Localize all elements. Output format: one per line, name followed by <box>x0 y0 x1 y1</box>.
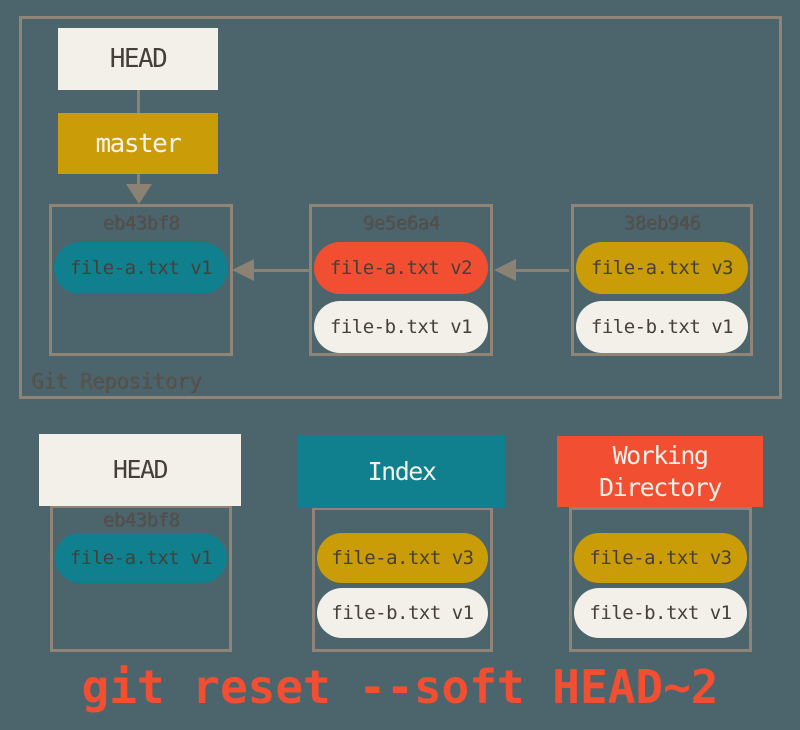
head-ref-box: HEAD <box>58 28 218 90</box>
commit-box-38eb946: 38eb946 file-a.txt v3 file-b.txt v1 <box>571 204 753 356</box>
commit-hash: eb43bf8 <box>102 212 180 234</box>
file-pill: file-a.txt v1 <box>54 242 228 294</box>
file-pill: file-b.txt v1 <box>317 588 488 638</box>
working-directory-tree-header: Working Directory <box>557 436 763 507</box>
command-caption: git reset --soft HEAD~2 <box>81 660 719 714</box>
file-pill: file-b.txt v1 <box>576 301 748 353</box>
commit-hash: 38eb946 <box>623 212 701 234</box>
head-to-master-line <box>137 90 140 113</box>
master-branch-box: master <box>58 113 218 174</box>
file-pill: file-a.txt v2 <box>314 242 488 294</box>
commit-hash: eb43bf8 <box>102 509 180 531</box>
file-pill: file-a.txt v1 <box>55 533 227 583</box>
commit-parent-line <box>516 269 569 272</box>
git-repository-label: Git Repository <box>31 369 202 393</box>
index-tree-box: file-a.txt v3 file-b.txt v1 <box>312 507 493 652</box>
commit-box-9e5e6a4: 9e5e6a4 file-a.txt v2 file-b.txt v1 <box>309 204 493 356</box>
file-pill: file-a.txt v3 <box>317 533 488 583</box>
index-tree-header: Index <box>298 435 505 508</box>
commit-box-eb43bf8: eb43bf8 file-a.txt v1 <box>49 204 233 356</box>
git-repository-outline <box>19 16 782 399</box>
commit-parent-line <box>254 269 310 272</box>
arrow-down-icon <box>126 184 152 204</box>
file-pill: file-a.txt v3 <box>574 533 747 583</box>
working-directory-tree-box: file-a.txt v3 file-b.txt v1 <box>569 507 752 652</box>
master-to-commit-line <box>137 174 140 185</box>
head-tree-header: HEAD <box>39 434 241 506</box>
arrow-left-icon <box>232 259 254 281</box>
head-tree-box: eb43bf8 file-a.txt v1 <box>50 505 232 652</box>
file-pill: file-b.txt v1 <box>314 301 488 353</box>
commit-hash: 9e5e6a4 <box>362 212 440 234</box>
file-pill: file-b.txt v1 <box>574 588 747 638</box>
file-pill: file-a.txt v3 <box>576 242 748 294</box>
arrow-left-icon <box>494 259 516 281</box>
